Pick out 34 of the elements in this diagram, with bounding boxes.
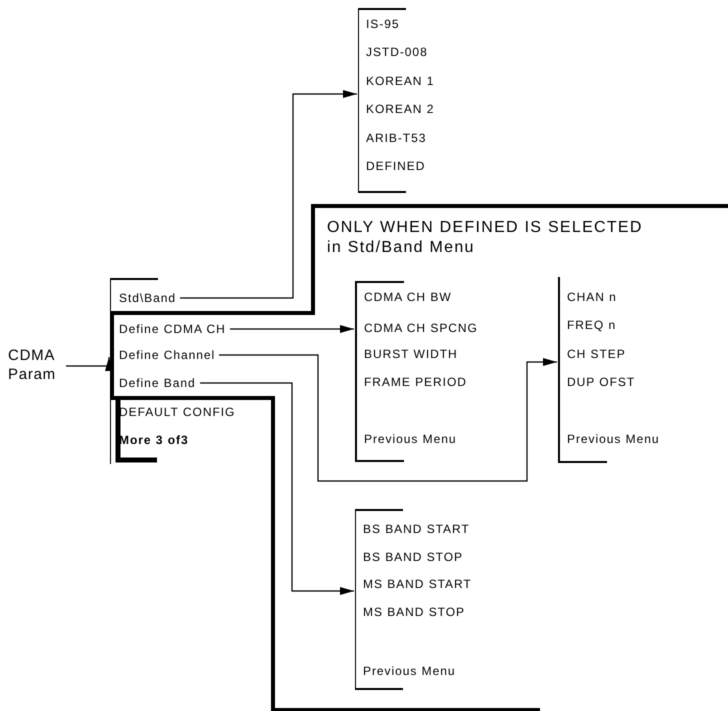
menu-item: FREQ n [567, 317, 616, 333]
menu-item: CHAN n [567, 289, 617, 305]
menu-item: CDMA CH BW [364, 289, 452, 305]
menu-item: DEFINED [366, 158, 426, 174]
connector-arrow [200, 382, 354, 595]
softkey-label: More 3 of3 [119, 431, 219, 449]
connector-arrow [230, 325, 355, 333]
connector-arrow [66, 357, 113, 371]
menu-item: KOREAN 2 [366, 101, 434, 117]
menu-item: MS BAND START [363, 576, 472, 592]
menu-item: Previous Menu [567, 431, 660, 447]
softkey-label: Define CDMA CH [119, 320, 231, 338]
menu-item: Previous Menu [364, 431, 457, 447]
menu-item: BURST WIDTH [364, 346, 458, 362]
menu-item: IS-95 [366, 16, 400, 32]
softkey-label: Define Channel [119, 346, 220, 364]
connector-arrow [180, 90, 357, 299]
menu-item: KOREAN 1 [366, 73, 434, 89]
menu-item: FRAME PERIOD [364, 374, 467, 390]
menu-item: BS BAND STOP [363, 549, 463, 565]
menu-item: MS BAND STOP [363, 604, 465, 620]
connector-arrow [219, 354, 557, 482]
menu-entry-label: CDMA Param [8, 346, 66, 386]
softkey-label: DEFAULT CONFIG [119, 403, 249, 421]
menu-item: ARIB-T53 [366, 130, 426, 146]
menu-item: DUP OFST [567, 374, 636, 390]
menu-item: BS BAND START [363, 521, 470, 537]
softkey-label: Std\Band [119, 289, 181, 307]
menu-item: CDMA CH SPCNG [364, 320, 478, 336]
menu-item: CH STEP [567, 346, 626, 362]
menu-item: JSTD-008 [366, 44, 428, 60]
softkey-label: Define Band [119, 374, 201, 392]
menu-item: Previous Menu [363, 663, 456, 679]
note-text: ONLY WHEN DEFINED IS SELECTED in Std/Band Menu [327, 218, 644, 258]
